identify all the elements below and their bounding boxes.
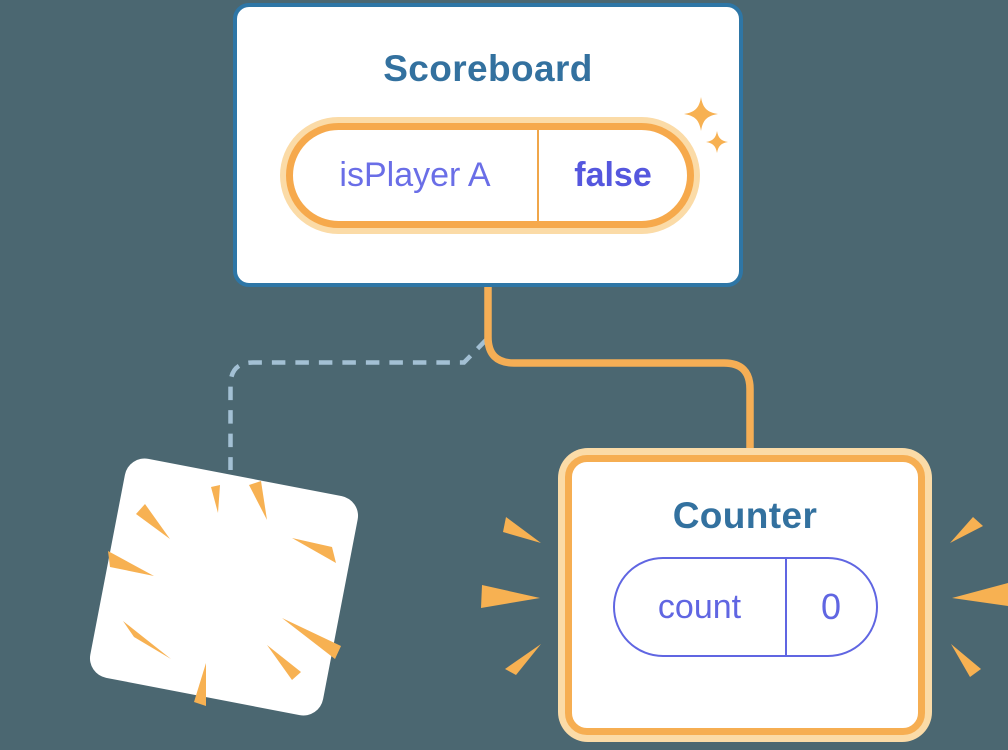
sparkle-small	[706, 131, 728, 153]
emphasis-wedge	[503, 517, 541, 543]
sparkle-large	[684, 97, 718, 131]
emphasis-wedge	[505, 644, 541, 675]
poof-explosion-icon	[89, 458, 359, 716]
counter-title: Counter	[672, 495, 818, 536]
pill-divider	[537, 130, 539, 221]
count-pill-divider	[784, 559, 787, 655]
state-pill-highlight: isPlayer A false	[280, 117, 700, 234]
active-connection-line	[484, 283, 754, 454]
scoreboard-component-card: Scoreboard isPlayer A false	[233, 3, 743, 287]
emphasis-wedge	[952, 583, 1008, 606]
counter-card-body: Counter count 0	[565, 455, 925, 735]
emphasis-wedge	[950, 517, 983, 543]
count-key-label: count	[657, 587, 742, 626]
state-pill: isPlayer A false	[286, 123, 694, 228]
count-value-label: 0	[820, 586, 842, 627]
scoreboard-title: Scoreboard	[383, 48, 593, 89]
counter-component-card: Counter count 0	[558, 448, 932, 742]
count-state-pill: count 0	[612, 557, 878, 657]
emphasis-wedge	[951, 644, 981, 677]
state-value-label: false	[574, 156, 652, 194]
removed-connection-dashed-line	[228, 337, 489, 470]
removed-card	[89, 458, 359, 716]
sparkles-icon	[684, 97, 728, 153]
state-key-label: isPlayer A	[339, 156, 491, 194]
burst-rays	[108, 481, 341, 706]
emphasis-wedge	[481, 585, 540, 608]
emphasis-burst-icon	[481, 517, 1008, 677]
